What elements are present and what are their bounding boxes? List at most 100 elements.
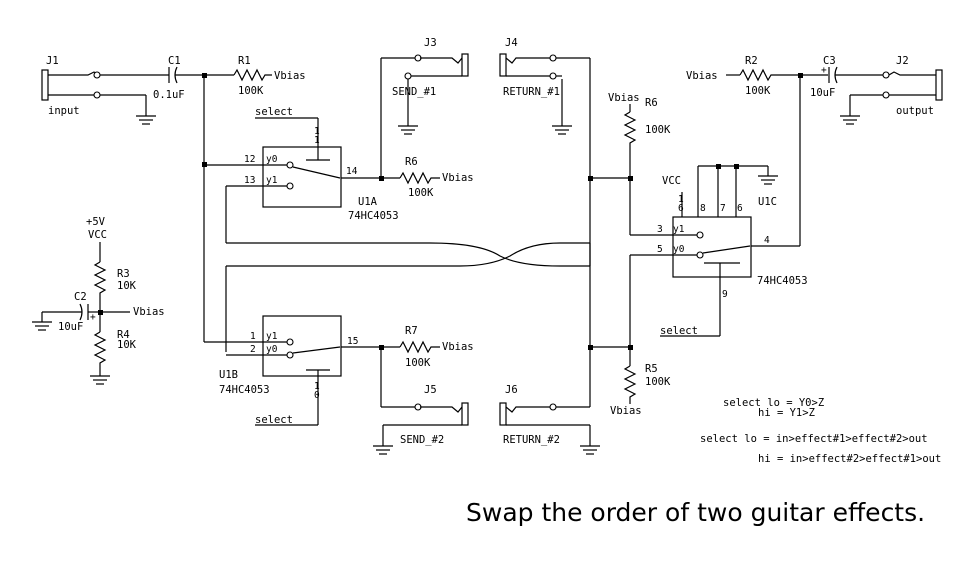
r6a-label: R6 [405,156,418,168]
r6a-vbias: Vbias [442,172,474,184]
resistor-r1: R1 Vbias 100K [204,55,306,97]
u1b-name: U1B [219,369,238,381]
capacitor-c1: C1 0.1uF [100,55,204,101]
j4-caption: RETURN_#1 [503,86,560,98]
u1a-part: 74HC4053 [348,210,399,222]
r4-value: 10K [117,339,137,351]
u1b-y1: y1 [266,331,278,342]
r5-label: R5 [645,363,658,375]
ic-u1b: 1 y1 2 y0 15 1 0 select U1B 74HC4053 [204,315,381,426]
j1-caption: input [48,105,80,117]
j3-caption: SEND_#1 [392,86,436,98]
u1c-part: 74HC4053 [757,275,808,287]
c3-label: C3 [823,55,836,67]
r6b-label: R6 [645,97,658,109]
u1b-pin1: 1 [250,331,256,342]
j5-label: J5 [424,384,437,396]
r7-label: R7 [405,325,418,337]
u1a-pin14: 14 [346,166,358,177]
u1c-pin4: 4 [764,235,770,246]
r5-vbias: Vbias [610,405,642,417]
c2-value: 10uF [58,321,83,333]
r2-value: 100K [745,85,771,97]
note-select-hi-xy: hi = Y1>Z [758,407,815,419]
resistor-r7: R7 Vbias 100K [381,325,474,369]
resistor-r6-u1a: R6 Vbias 100K [381,156,474,199]
u1c-y0: y0 [673,244,685,255]
u1a-y1: y1 [266,175,278,186]
c1-value: 0.1uF [153,89,185,101]
capacitor-c3: C3 + 10uF [800,55,884,99]
bias-vcc: VCC [88,229,107,241]
u1c-name: U1C [758,196,777,208]
j4-label: J4 [505,37,518,49]
jack-j6: J6 RETURN_#2 [499,347,600,455]
u1c-pin3: 3 [657,224,663,235]
ic-u1a: select 1 1 12 y0 13 y1 14 U1A 74HC4053 [204,106,399,222]
r3-label: R3 [117,268,130,280]
u1b-part: 74HC4053 [219,384,270,396]
c3-plus: + [821,65,827,76]
r4-label: R4 [117,329,130,341]
c1-label: C1 [168,55,181,67]
j3-label: J3 [424,37,437,49]
u1b-pin10a: 1 [314,381,320,392]
r1-vbias: Vbias [274,70,306,82]
c2-plus: + [90,312,96,323]
crossover-wires [225,178,591,352]
j6-label: J6 [505,384,518,396]
jack-j3: J3 SEND_#1 [380,37,469,178]
u1b-pin2: 2 [250,344,256,355]
r7-value: 100K [405,357,431,369]
r3-value: 10K [117,280,137,292]
u1c-pin8: 8 [700,203,706,214]
j2-label: J2 [896,55,909,67]
j1-label: J1 [46,55,59,67]
j5-caption: SEND_#2 [400,434,444,446]
u1a-pin12: 12 [244,154,255,165]
r6b-vbias: Vbias [608,92,640,104]
c3-value: 10uF [810,87,835,99]
ic-u1c: VCC 1 6 8 7 6 U1C 3 y1 5 y0 4 9 select 7… [657,164,808,337]
u1c-pin7: 7 [720,203,726,214]
j2-caption: output [896,105,934,117]
u1a-pin13: 13 [244,175,255,186]
u1c-pin6: 6 [737,203,743,214]
jack-j5: J5 SEND_#2 [373,347,469,455]
resistor-r5: R5 100K Vbias [610,347,671,417]
u1b-pin15: 15 [347,336,358,347]
r6a-value: 100K [408,187,434,199]
r2-label: R2 [745,55,758,67]
u1c-pin16a: 1 [678,194,684,205]
u1c-vcc: VCC [662,175,681,187]
u1c-pin9: 9 [722,289,728,300]
u1a-pin-11a: 1 [314,126,320,137]
r1-value: 100K [238,85,264,97]
u1c-pin16b: 6 [678,203,684,214]
bias-vbias: Vbias [133,306,165,318]
u1b-y0: y0 [266,344,278,355]
jack-j1: J1 input [41,55,147,117]
note-select-lo-chain: select lo = in>effect#1>effect#2>out [700,433,928,445]
bias-plus5v: +5V [86,216,106,228]
jack-j4: J4 RETURN_#1 [499,37,591,178]
u1a-pin-11b: 1 [314,135,320,146]
j6-caption: RETURN_#2 [503,434,560,446]
note-select-hi-chain: hi = in>effect#2>effect#1>out [758,453,941,465]
notes: select lo = Y0>Z hi = Y1>Z select lo = i… [700,397,941,465]
u1b-select-label: select [255,414,293,426]
resistor-r6-right: Vbias R6 100K [608,92,671,178]
r7-vbias: Vbias [442,341,474,353]
u1a-name: U1A [358,196,378,208]
r5-value: 100K [645,376,671,388]
r2-vbias: Vbias [686,70,718,82]
u1c-select-label: select [660,325,698,337]
diagram-caption: Swap the order of two guitar effects. [466,498,925,527]
u1a-select-label: select [255,106,293,118]
bias-network: +5V VCC R3 10K Vbias R4 10K C2 + 10uF [32,216,165,385]
resistor-r2: Vbias R2 100K [686,55,800,97]
c2-label: C2 [74,291,87,303]
u1a-y0: y0 [266,154,278,165]
